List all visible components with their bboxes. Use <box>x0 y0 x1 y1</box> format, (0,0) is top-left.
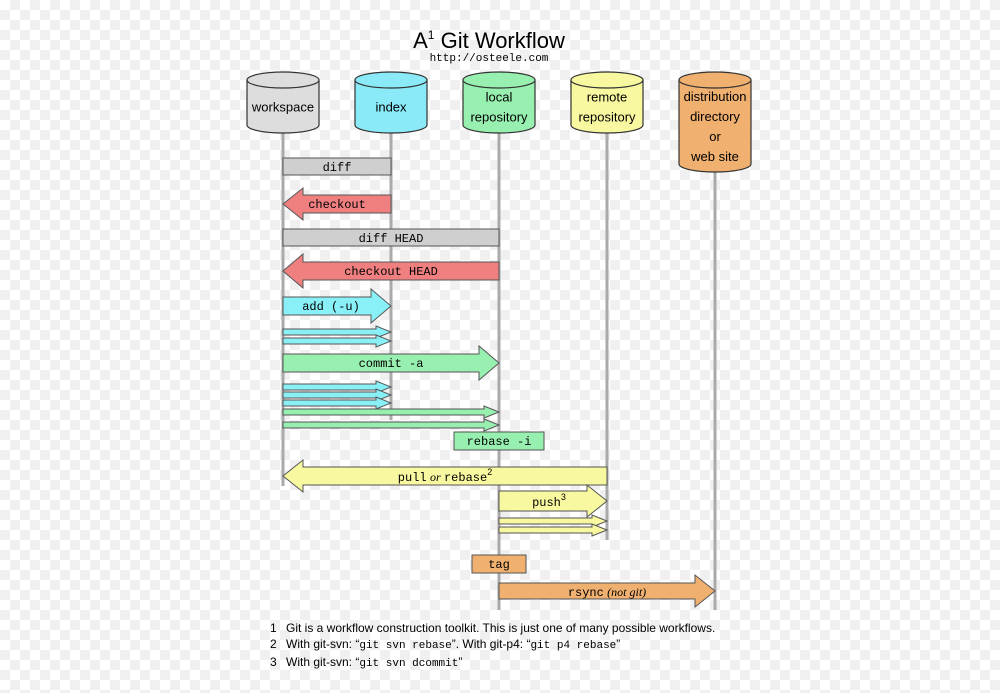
footnote-text: ” <box>458 655 463 669</box>
rebase-i-label: rebase -i <box>467 435 532 449</box>
pull-arrow <box>282 458 608 494</box>
store-dist-label: directory <box>690 109 740 124</box>
add-small-arrow <box>282 396 393 410</box>
diagram-url: http://osteele.com <box>430 53 549 65</box>
tag-label: tag <box>488 558 510 572</box>
store-dist: distribution directory or web site <box>678 71 752 173</box>
footnote-number: 2 <box>270 637 277 651</box>
data-stores: workspace index local repository remote repos… <box>246 71 752 173</box>
store-dist-label: distribution <box>684 89 747 104</box>
diff-label: diff <box>323 161 352 175</box>
store-local-label: repository <box>470 110 528 125</box>
footnote: 3 With git-svn: “git svn dcommit” <box>270 654 715 672</box>
commit-a-arrow <box>282 344 500 382</box>
footnote-text: With git-svn: “ <box>286 637 360 651</box>
rebase-i-bar <box>453 431 545 451</box>
footnote-text: ” <box>616 637 621 651</box>
commit-small-arrow <box>282 405 501 419</box>
footnote-number: 3 <box>270 655 277 669</box>
add-small-arrow <box>282 334 393 348</box>
store-dist-label: or <box>709 129 721 144</box>
commands: diff checkout diff HEAD checkout HEAD ad… <box>282 157 716 609</box>
commit-small-arrow <box>282 418 501 432</box>
footnote-text: ”. With git-p4: “ <box>451 637 531 651</box>
checkout-arrow <box>282 186 392 222</box>
git-workflow-diagram: A1 Git Workflow http://osteele.com works… <box>246 28 752 610</box>
push-arrow <box>498 483 608 519</box>
push-label: push3 <box>532 492 566 510</box>
diff-head-label: diff HEAD <box>359 232 424 246</box>
footnote-code: git svn dcommit <box>359 658 459 670</box>
add-small-arrow <box>282 325 393 339</box>
footnote-code: git p4 rebase <box>530 640 617 652</box>
store-workspace-label: workspace <box>251 100 314 115</box>
add-small-arrow <box>282 380 393 394</box>
footnote: 1 Git is a workflow construction toolkit.… <box>270 620 715 636</box>
footnote-code: git svn rebase <box>359 640 452 652</box>
pull-label: pull or rebase2 <box>398 467 492 485</box>
commit-a-label: commit -a <box>359 357 424 371</box>
add-label: add (-u) <box>302 300 360 314</box>
add-arrow <box>282 287 392 325</box>
store-dist-label: web site <box>690 149 739 164</box>
diff-head-bar <box>282 228 500 247</box>
store-local: local repository <box>462 71 536 134</box>
footnote: 2 With git-svn: “git svn rebase”. With gi… <box>270 636 715 654</box>
push-small-arrow <box>498 514 609 528</box>
store-remote-label: remote <box>587 90 627 105</box>
checkout-head-arrow <box>282 252 500 290</box>
tag-bar <box>471 554 527 574</box>
checkout-head-label: checkout HEAD <box>344 265 438 279</box>
store-local-label: local <box>486 90 513 105</box>
rsync-arrow <box>498 573 716 609</box>
add-small-arrow <box>282 388 393 402</box>
store-remote-label: repository <box>578 110 636 125</box>
diff-bar <box>282 157 392 176</box>
checkout-label: checkout <box>308 198 366 212</box>
footnotes: 1 Git is a workflow construction toolkit.… <box>270 620 715 672</box>
push-small-arrow <box>498 523 609 537</box>
footnote-text: Git is a workflow construction toolkit. … <box>286 621 716 635</box>
store-index: index <box>354 71 428 134</box>
store-remote: remote repository <box>570 71 644 134</box>
diagram-title: A1 Git Workflow <box>413 28 565 53</box>
footnote-number: 1 <box>270 621 277 635</box>
footnote-text: With git-svn: “ <box>286 655 360 669</box>
rsync-label: rsync (not git) <box>568 585 646 600</box>
store-index-label: index <box>375 100 407 115</box>
store-workspace: workspace <box>246 71 320 134</box>
